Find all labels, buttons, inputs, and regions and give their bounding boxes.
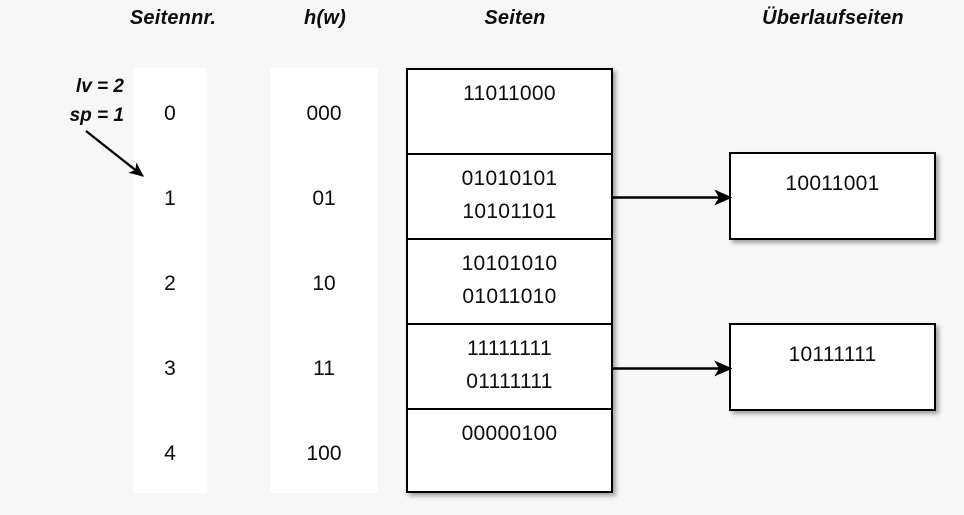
hw-cell-0: 000	[306, 102, 342, 125]
column-header-ueberlaufseiten: Überlaufseiten	[762, 7, 904, 29]
record: 01010101	[461, 167, 558, 190]
seitennr-cell-4: 4	[164, 442, 176, 465]
seiten-table: 11011000 01010101 10101101 10101010 0101…	[406, 68, 613, 493]
param-sp: sp = 1	[69, 105, 124, 126]
column-header-seiten: Seiten	[484, 7, 546, 29]
record: 10101101	[462, 200, 557, 223]
record: 01011010	[462, 285, 557, 308]
seiten-page-2: 10101010 01011010	[408, 240, 611, 325]
overflow-page-0: 10011001	[729, 152, 936, 240]
overflow-page-1: 10111111	[729, 323, 936, 411]
seitennr-cell-3: 3	[164, 357, 176, 380]
hw-cell-1: 01	[312, 187, 336, 210]
record: 10011001	[785, 172, 880, 195]
record: 10101010	[461, 252, 558, 275]
param-lv: lv = 2	[75, 76, 124, 97]
seiten-page-0: 11011000	[408, 70, 611, 155]
hash-parameters: lv = 2 sp = 1	[12, 72, 124, 130]
record: 11011000	[463, 82, 556, 105]
record: 00000100	[461, 422, 558, 445]
column-header-hw: h(w)	[304, 7, 346, 29]
seiten-page-4: 00000100	[408, 410, 611, 495]
record: 11111111	[467, 337, 552, 360]
hw-cell-2: 10	[312, 272, 336, 295]
seiten-page-3: 11111111 01111111	[408, 325, 611, 410]
hw-column-panel: 000 01 10 11 100	[270, 68, 378, 493]
seiten-page-1: 01010101 10101101	[408, 155, 611, 240]
record: 10111111	[788, 343, 877, 366]
seitennr-cell-0: 0	[164, 102, 176, 125]
hw-cell-4: 100	[306, 442, 342, 465]
seitennr-column-panel: 0 1 2 3 4	[133, 68, 207, 493]
seitennr-cell-1: 1	[164, 187, 176, 210]
record: 01111111	[466, 370, 553, 393]
column-header-seitennr: Seitennr.	[129, 7, 217, 29]
hw-cell-3: 11	[313, 357, 335, 380]
seitennr-cell-2: 2	[164, 272, 176, 295]
